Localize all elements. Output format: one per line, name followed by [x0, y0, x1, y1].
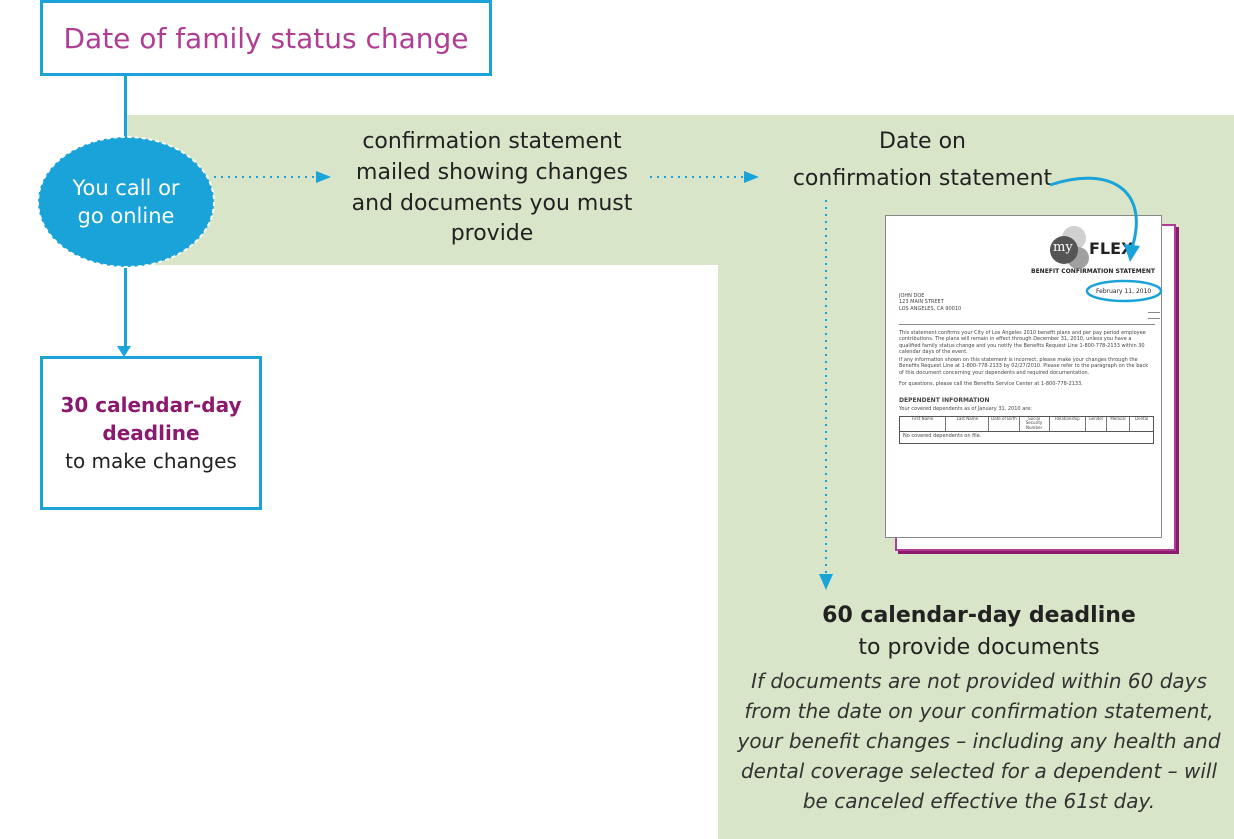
arrowhead-down-deadline30: [117, 346, 131, 357]
deadline-60-block: 60 calendar-day deadline to provide docu…: [718, 600, 1234, 816]
logo-flex-text: FLEX: [1089, 239, 1134, 258]
connector-title-to-circle: [124, 76, 127, 138]
confirmation-mailed-label: confirmation statement mailed showing ch…: [351, 129, 633, 247]
addr-line3: LOS ANGELES, CA 90010: [899, 305, 962, 312]
table-header-medical: Medical: [1107, 416, 1131, 431]
table-header-last: Last Name: [946, 416, 990, 431]
logo-my-text: my: [1053, 240, 1073, 255]
document-para2: If any information shown on this stateme…: [899, 357, 1149, 376]
arrowhead-right-1: [316, 171, 331, 183]
title-box: Date of family status change: [40, 0, 492, 76]
confirmation-mailed-text: confirmation statement mailed showing ch…: [336, 127, 648, 250]
date-on-label-line1: Date on: [879, 129, 966, 154]
table-header-dental: Dental: [1135, 416, 1149, 421]
call-online-circle: [37, 136, 215, 268]
table-header-relationship: Relationship: [1050, 416, 1087, 431]
call-online-label-wrap: You call or go online: [36, 135, 216, 270]
cancellation-warning: If documents are not provided within 60 …: [737, 668, 1221, 813]
doc-side-mark-2: [1148, 318, 1160, 319]
table-header-gender: Gender: [1086, 416, 1107, 431]
deadline-60-rest: to provide documents: [858, 634, 1100, 660]
arrowhead-down-deadline60: [819, 574, 833, 590]
document-heading: BENEFIT CONFIRMATION STATEMENT: [1031, 268, 1155, 275]
table-header-ssn: Social Security Number: [1020, 416, 1050, 431]
connector-circle-to-deadline: [124, 268, 127, 348]
date-on-label-line2: confirmation statement: [792, 165, 1053, 191]
table-note: No covered dependents on file.: [903, 433, 982, 439]
arrowhead-right-2: [744, 171, 759, 183]
date-on-statement-text: Date on confirmation statement: [770, 127, 1075, 195]
deadline-60-bold: 60 calendar-day deadline: [822, 603, 1136, 628]
date-highlight-ellipse: [1085, 279, 1163, 303]
document-para1: This statement confirms your City of Los…: [899, 330, 1146, 355]
addr-line2: 123 MAIN STREET: [899, 299, 944, 306]
table-header-dob: Date of Birth: [989, 416, 1020, 431]
deadline-30-box: 30 calendar-day deadline to make changes: [40, 356, 262, 510]
addr-line1: JOHN DOE: [899, 293, 925, 299]
document-section-sub: Your covered dependents as of January 31…: [899, 406, 1032, 412]
doc-divider: [899, 324, 1155, 325]
deadline-30-rest: to make changes: [65, 449, 237, 473]
title-text: Date of family status change: [63, 21, 469, 55]
document-date: February 11, 2010: [1096, 288, 1152, 295]
call-online-label: You call or go online: [72, 176, 180, 228]
document-section: DEPENDENT INFORMATION: [899, 397, 990, 404]
table-header-first: First Name: [900, 416, 947, 431]
confirmation-statement-document: my FLEX BENEFIT CONFIRMATION STATEMENT F…: [885, 215, 1163, 538]
myflex-logo-icon: [1050, 226, 1089, 269]
document-address: JOHN DOE 123 MAIN STREET LOS ANGELES, CA…: [899, 293, 961, 312]
document-para3: For questions, please call the Benefits …: [899, 381, 1083, 387]
deadline-30-bold: 30 calendar-day deadline: [60, 393, 242, 445]
dependent-table: First Name Last Name Date of Birth Socia…: [899, 416, 1154, 444]
doc-side-mark-1: [1148, 312, 1160, 313]
